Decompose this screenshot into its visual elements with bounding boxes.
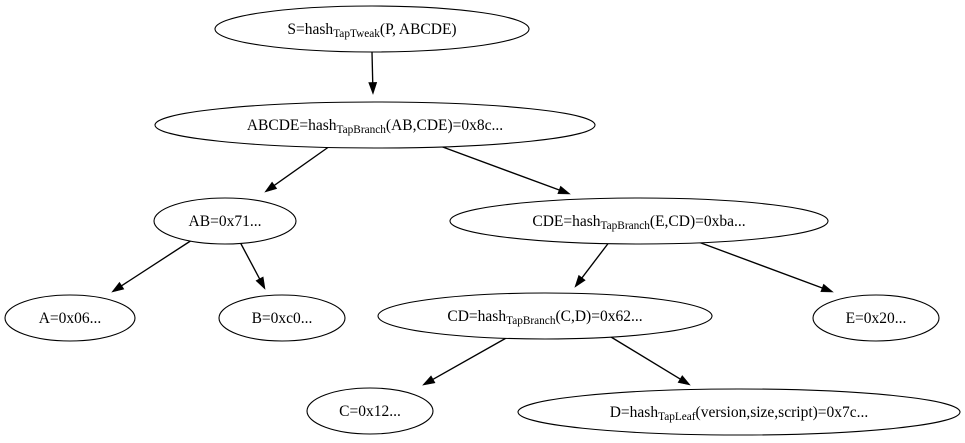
node-ellipse[interactable] (218, 294, 346, 342)
node-label: E=0x20... (846, 310, 907, 327)
node-ellipse[interactable] (449, 197, 829, 245)
arrow-head (422, 375, 436, 386)
edge-line (439, 145, 561, 192)
edge-ab-to-a (111, 239, 193, 293)
node-ellipse[interactable] (812, 294, 940, 342)
node-label: ABCDE=hashTapBranch(AB,CDE)=0x8c... (247, 117, 503, 136)
arrow-head (368, 82, 378, 95)
node-label: C=0x12... (339, 403, 401, 420)
edge-line (272, 145, 331, 187)
node-label: CDE=hashTapBranch(E,CD)=0xba... (532, 213, 745, 232)
node-cd[interactable]: CD=hashTapBranch(C,D)=0x62... (377, 292, 713, 340)
node-ab[interactable]: AB=0x71... (153, 197, 297, 245)
node-ellipse[interactable] (214, 5, 530, 53)
edge-cd-to-c (422, 336, 509, 386)
node-d[interactable]: D=hashTapLeaf(version,size,script)=0x7c.… (517, 388, 961, 436)
node-abcde[interactable]: ABCDE=hashTapBranch(AB,CDE)=0x8c... (154, 101, 596, 149)
edge-line (610, 336, 682, 381)
node-ellipse[interactable] (377, 292, 713, 340)
arrow-head (255, 276, 266, 290)
node-ellipse[interactable] (4, 294, 136, 342)
node-ellipse[interactable] (153, 197, 297, 245)
edge-line (120, 239, 193, 288)
node-c[interactable]: C=0x12... (306, 387, 434, 435)
node-b[interactable]: B=0xc0... (218, 294, 346, 342)
edge-cd-to-d (610, 336, 691, 386)
arrow-head (111, 281, 125, 293)
edge-ab-to-b (239, 241, 266, 290)
node-ellipse[interactable] (306, 387, 434, 435)
node-a[interactable]: A=0x06... (4, 294, 136, 342)
arrow-head (574, 274, 586, 288)
node-ellipse[interactable] (154, 101, 596, 149)
edge-line (431, 336, 509, 381)
node-e[interactable]: E=0x20... (812, 294, 940, 342)
node-label: A=0x06... (39, 310, 102, 327)
node-label: S=hashTapTweak(P, ABCDE) (287, 21, 456, 40)
arrow-head (264, 181, 278, 193)
edge-cde-to-e (692, 239, 834, 293)
edge-line (692, 239, 824, 290)
edge-line (239, 241, 261, 281)
node-label: AB=0x71... (189, 213, 262, 230)
edge-s-to-abcde (368, 51, 378, 95)
node-label: CD=hashTapBranch(C,D)=0x62... (447, 308, 642, 327)
edge-layer (111, 51, 834, 386)
edge-line (580, 240, 611, 280)
edge-abcde-to-ab (264, 145, 331, 193)
arrow-head (820, 283, 834, 293)
edge-cde-to-cd (574, 240, 611, 288)
node-s[interactable]: S=hashTapTweak(P, ABCDE) (214, 5, 530, 53)
edge-abcde-to-cde (439, 145, 571, 195)
arrow-head (677, 375, 691, 386)
edge-line (371, 51, 374, 85)
arrow-head (557, 185, 571, 195)
node-ellipse[interactable] (517, 388, 961, 436)
node-layer: S=hashTapTweak(P, ABCDE) ABCDE=hashTapBra… (4, 5, 961, 436)
node-label: B=0xc0... (252, 310, 313, 327)
node-cde[interactable]: CDE=hashTapBranch(E,CD)=0xba... (449, 197, 829, 245)
node-label: D=hashTapLeaf(version,size,script)=0x7c.… (610, 404, 869, 423)
